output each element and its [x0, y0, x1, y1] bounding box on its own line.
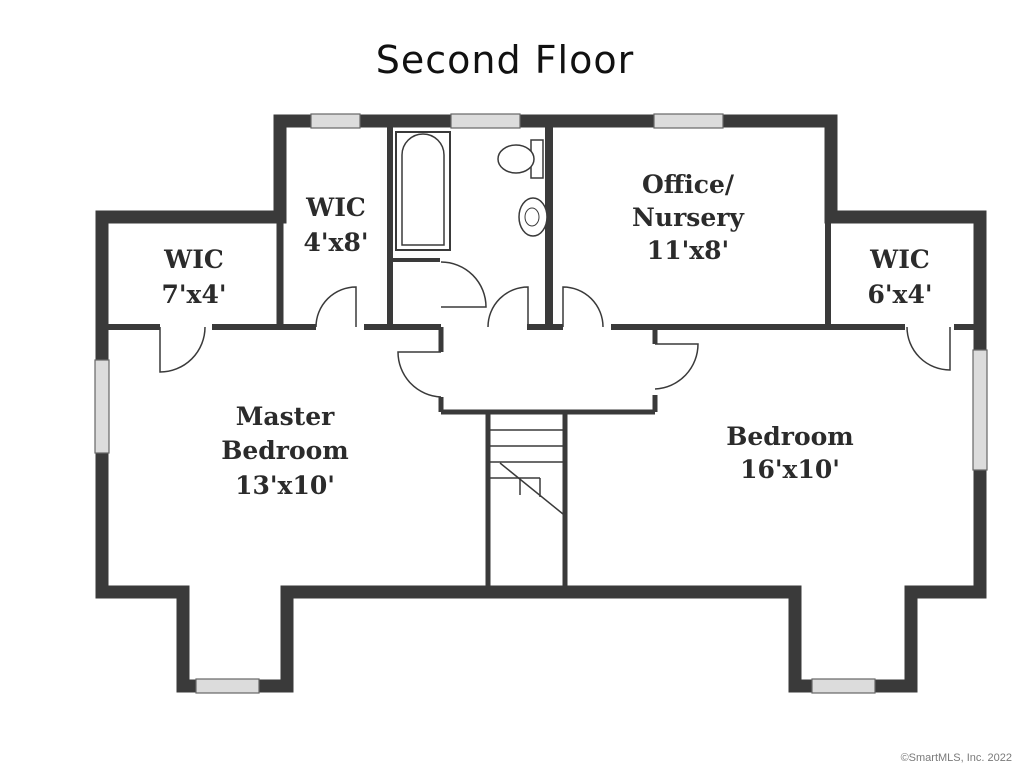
wic-right-size: 6'x4'	[867, 280, 932, 309]
window	[195, 678, 260, 694]
stair-tread	[499, 462, 564, 515]
toilet-bowl-icon	[497, 144, 535, 174]
bathroom-fixtures	[395, 131, 548, 251]
copyright-notice: ©SmartMLS, Inc. 2022	[900, 752, 1012, 764]
office-name-line2: Nursery	[632, 203, 745, 232]
wic-middle-name: WIC	[305, 193, 366, 222]
wic-left-size: 7'x4'	[161, 280, 226, 309]
sink-drain-icon	[524, 207, 540, 227]
window	[653, 113, 724, 129]
door-swing	[315, 286, 357, 328]
window	[811, 678, 876, 694]
bedroom-name: Bedroom	[726, 422, 854, 451]
plan-title: Second Floor	[375, 38, 635, 82]
window	[94, 359, 110, 454]
door-swing	[654, 343, 699, 390]
outer-wall	[95, 114, 987, 693]
master-bedroom-name-line2: Bedroom	[221, 436, 349, 465]
wic-right-name: WIC	[869, 245, 930, 274]
bedroom-size: 16'x10'	[740, 455, 840, 484]
interior-walls	[105, 121, 975, 588]
door-swings	[159, 261, 951, 398]
master-bedroom-size: 13'x10'	[235, 471, 335, 500]
window	[972, 349, 988, 471]
office-size: 11'x8'	[647, 236, 729, 265]
windows	[94, 113, 988, 694]
office-name-line1: Office/	[642, 170, 735, 199]
window	[310, 113, 361, 129]
door-swing	[906, 326, 951, 371]
room-labels: WIC 7'x4' WIC 4'x8' Office/ Nursery 11'x…	[161, 170, 932, 500]
door-swing	[487, 286, 529, 328]
bathtub-basin	[401, 133, 445, 246]
door-swing	[159, 326, 206, 373]
door-swing	[562, 286, 604, 328]
staircase	[490, 429, 564, 515]
wic-left-name: WIC	[163, 245, 224, 274]
window	[450, 113, 521, 129]
door-swing	[397, 351, 442, 398]
door-swing	[440, 261, 487, 308]
master-bedroom-name-line1: Master	[236, 402, 335, 431]
wic-middle-size: 4'x8'	[303, 228, 368, 257]
